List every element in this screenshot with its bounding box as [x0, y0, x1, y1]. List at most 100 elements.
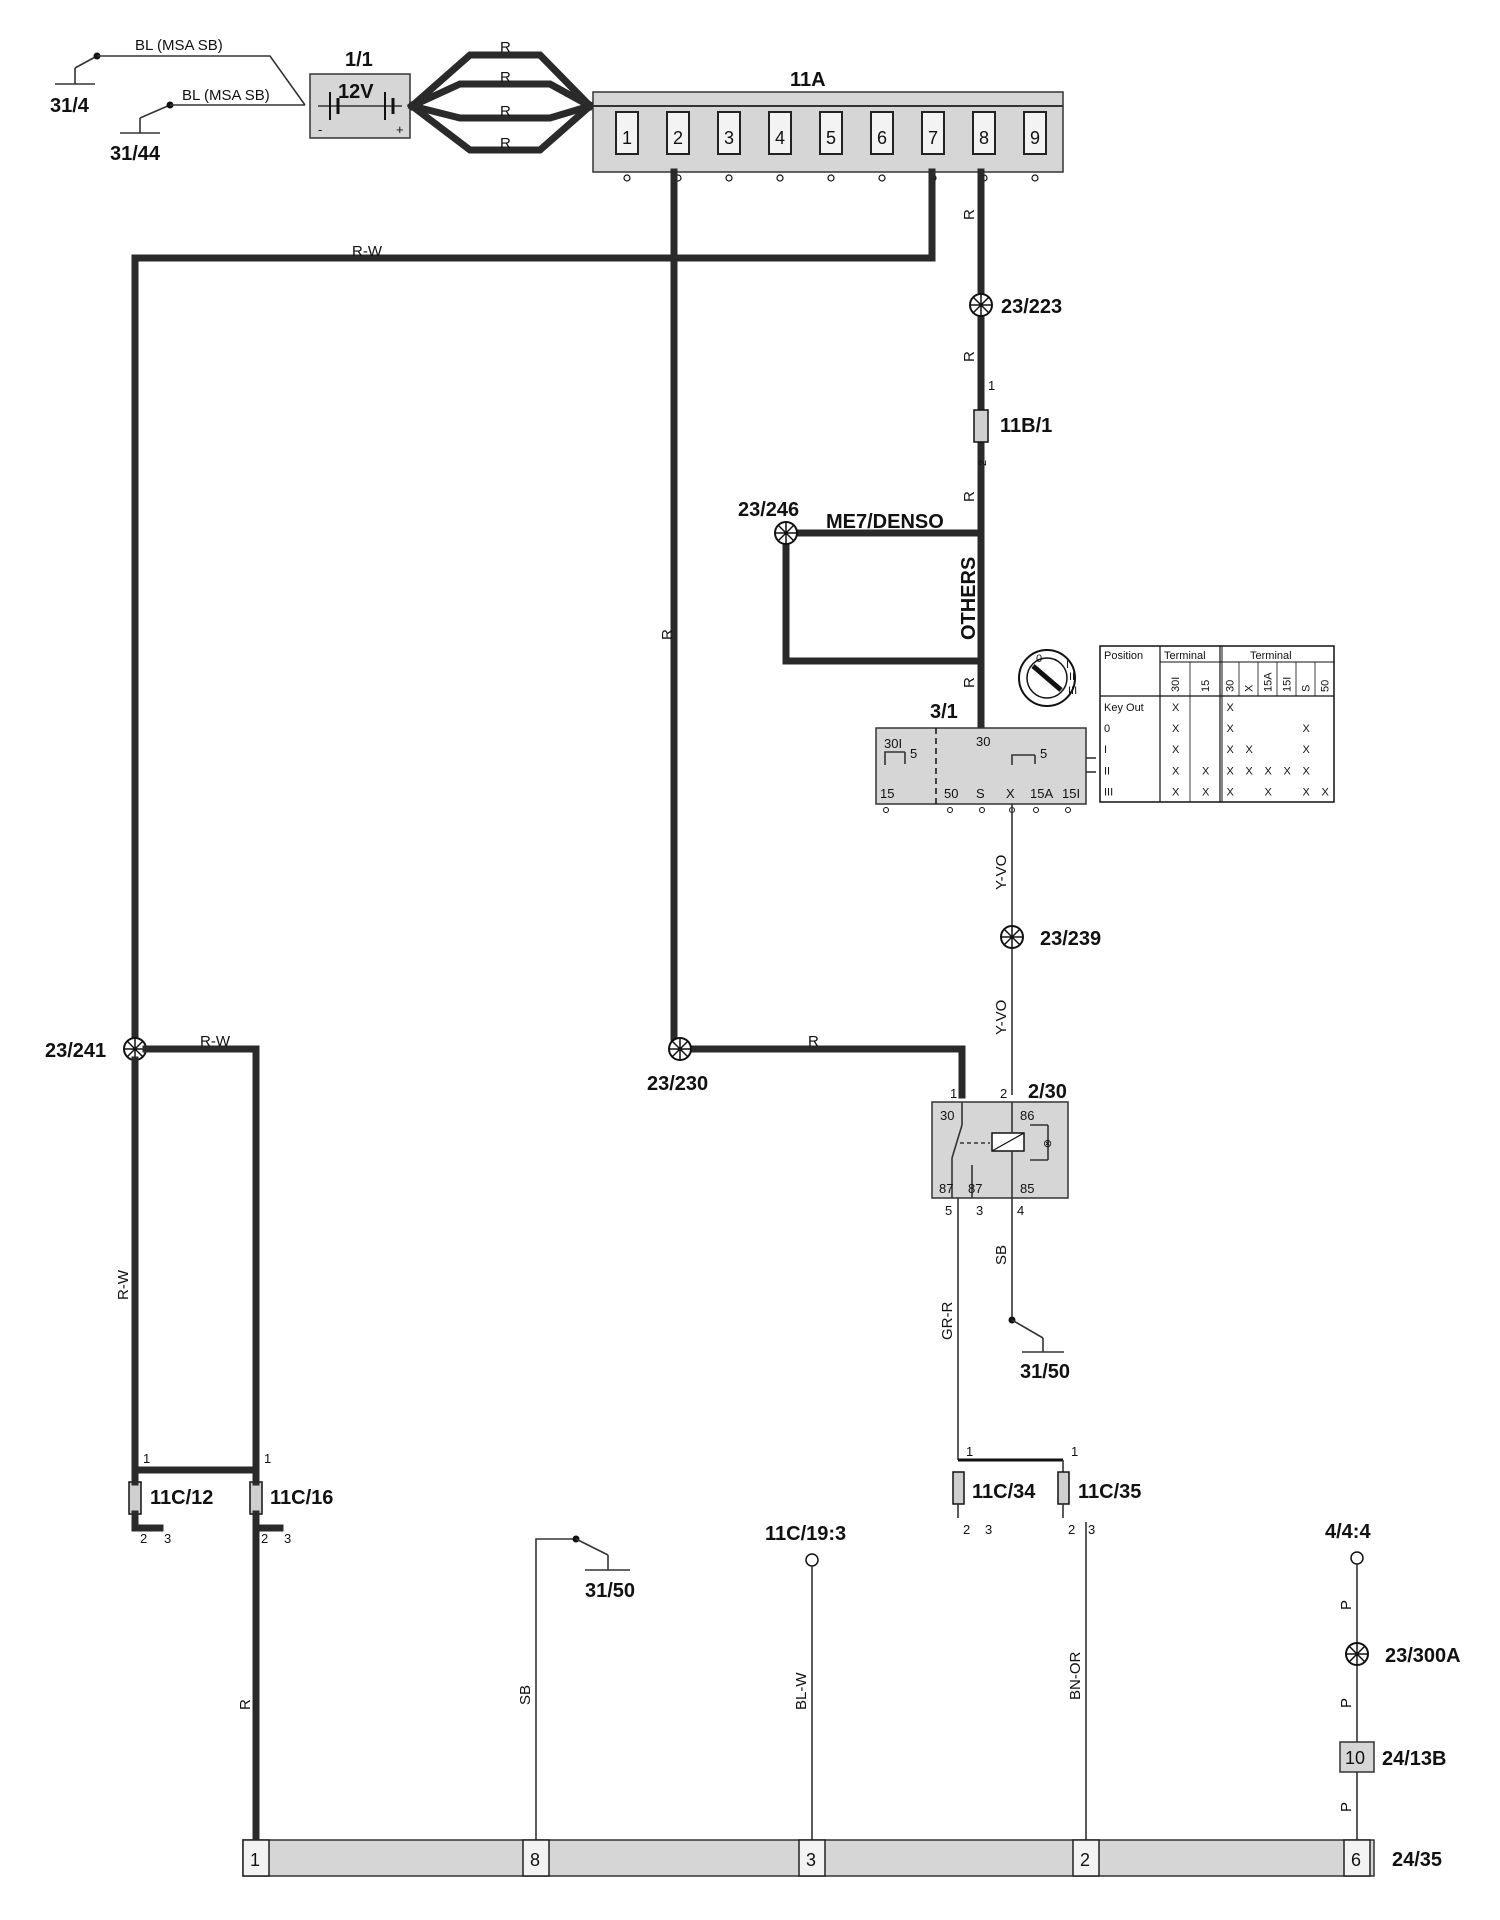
svg-text:2: 2	[977, 460, 989, 466]
fusebox-pin-label: 2	[673, 128, 683, 148]
svg-text:R: R	[961, 209, 978, 220]
svg-text:2: 2	[261, 1531, 268, 1546]
svg-text:11C/19:3: 11C/19:3	[765, 1523, 846, 1545]
fusebox-pin-label: 9	[1030, 128, 1040, 148]
ign-term-bottom: 15I	[1062, 786, 1080, 801]
fusebox-pin-label: 6	[877, 128, 887, 148]
battery-id: 1/1	[345, 49, 373, 71]
svg-text:1: 1	[250, 1850, 260, 1870]
svg-text:15A: 15A	[1263, 672, 1275, 692]
ign-term-bottom: 15A	[1030, 786, 1053, 801]
svg-text:1: 1	[988, 378, 995, 393]
svg-text:X: X	[1303, 723, 1311, 735]
svg-text:85: 85	[1020, 1181, 1034, 1196]
svg-text:3/1: 3/1	[930, 701, 958, 723]
svg-text:R: R	[961, 351, 978, 362]
fusebox-pin-label: 7	[928, 128, 938, 148]
fuse-11b-1: 1 2 11B/1	[973, 378, 1052, 466]
ground-31-4-label: 31/4	[50, 95, 90, 117]
ign-term-top: 30I	[884, 736, 902, 751]
svg-text:R-W: R-W	[200, 1033, 231, 1050]
svg-text:30I: 30I	[1170, 677, 1182, 692]
svg-text:X: X	[1202, 765, 1210, 777]
fusebox-pin-3: 3	[717, 111, 741, 182]
fusebox-pin-9: 9	[1023, 111, 1047, 182]
svg-text:X: X	[1172, 787, 1180, 799]
svg-text:X: X	[1227, 702, 1235, 714]
svg-text:50: 50	[1320, 680, 1332, 692]
svg-text:X: X	[1227, 787, 1235, 799]
svg-text:III: III	[1104, 787, 1113, 799]
battery-plus: +	[396, 122, 404, 137]
svg-text:11C/34: 11C/34	[972, 1481, 1036, 1503]
wire-label-bl-1: BL (MSA SB)	[135, 37, 223, 54]
svg-text:11C/12: 11C/12	[150, 1487, 213, 1509]
fuse-11c-16: 1 11C/16 2 3	[249, 1451, 333, 1546]
svg-text:BN-OR: BN-OR	[1067, 1652, 1084, 1701]
svg-text:2: 2	[1000, 1086, 1007, 1101]
svg-text:3: 3	[976, 1203, 983, 1218]
fusebox-pin-1: 1	[615, 111, 639, 182]
svg-text:X: X	[1322, 787, 1330, 799]
splice-23-230: 23/230	[647, 1037, 708, 1095]
svg-text:BL-W: BL-W	[793, 1672, 810, 1710]
ground-31-44: 31/44	[110, 101, 174, 165]
fuse-11c-34: 1 11C/34 2 3	[952, 1444, 1036, 1537]
svg-text:23/241: 23/241	[45, 1040, 106, 1062]
svg-text:X: X	[1227, 723, 1235, 735]
battery-minus: -	[318, 122, 322, 137]
svg-text:R: R	[500, 135, 511, 152]
svg-text:X: X	[1172, 702, 1180, 714]
svg-text:23/239: 23/239	[1040, 928, 1101, 950]
svg-text:R: R	[237, 1699, 254, 1710]
svg-text:23/300A: 23/300A	[1385, 1645, 1461, 1667]
svg-text:87: 87	[968, 1181, 982, 1196]
ignition-key-icon: 0 I II III	[1018, 649, 1077, 707]
fusebox-pin-2: 2	[666, 111, 690, 182]
svg-text:X: X	[1303, 787, 1311, 799]
ref-4-4-4: 4/4:4	[1325, 1521, 1371, 1565]
fuse-box-11a-label: 11A	[790, 69, 826, 91]
svg-text:Terminal: Terminal	[1250, 650, 1292, 662]
fuse-11c-35: 1 11C/35 2 3	[1057, 1444, 1141, 1537]
svg-text:SB: SB	[517, 1685, 534, 1705]
ign-term-bottom: X	[1006, 786, 1015, 801]
fusebox-pin-6: 6	[870, 111, 894, 182]
svg-text:Terminal: Terminal	[1164, 650, 1206, 662]
svg-text:10: 10	[1345, 1748, 1365, 1768]
ign-term-top: 5	[910, 746, 917, 761]
svg-text:3: 3	[985, 1522, 992, 1537]
connector-24-35-pin-6: 6	[1343, 1839, 1371, 1877]
svg-text:23/223: 23/223	[1001, 296, 1062, 318]
svg-text:3: 3	[806, 1850, 816, 1870]
svg-text:X: X	[1284, 765, 1292, 777]
svg-text:R: R	[961, 491, 978, 502]
svg-text:OTHERS: OTHERS	[958, 557, 980, 640]
svg-text:31/50: 31/50	[1020, 1361, 1070, 1383]
svg-text:2: 2	[1068, 1522, 1075, 1537]
svg-text:4/4:4: 4/4:4	[1325, 1521, 1371, 1543]
ground-31-50-a: 31/50	[1008, 1316, 1070, 1383]
svg-text:87: 87	[939, 1181, 953, 1196]
svg-text:X: X	[1227, 744, 1235, 756]
svg-text:30: 30	[1225, 680, 1237, 692]
splice-23-241: 23/241	[45, 1037, 147, 1062]
svg-text:8: 8	[530, 1850, 540, 1870]
svg-text:X: X	[1303, 744, 1311, 756]
connector-24-13b: 10 24/13B	[1339, 1741, 1447, 1773]
svg-text:5: 5	[945, 1203, 952, 1218]
connector-24-35-pin-8: 8	[522, 1839, 550, 1877]
svg-text:Key Out: Key Out	[1104, 702, 1144, 714]
svg-text:X: X	[1265, 765, 1273, 777]
svg-text:Y-VO: Y-VO	[993, 855, 1010, 890]
svg-text:X: X	[1246, 765, 1254, 777]
svg-text:2: 2	[1080, 1850, 1090, 1870]
svg-text:P: P	[1338, 1600, 1355, 1610]
ign-term-top: 30	[976, 734, 990, 749]
fusebox-pin-4: 4	[768, 111, 792, 182]
svg-text:1: 1	[966, 1444, 973, 1459]
svg-text:0: 0	[1104, 723, 1110, 735]
svg-text:X: X	[1246, 744, 1254, 756]
